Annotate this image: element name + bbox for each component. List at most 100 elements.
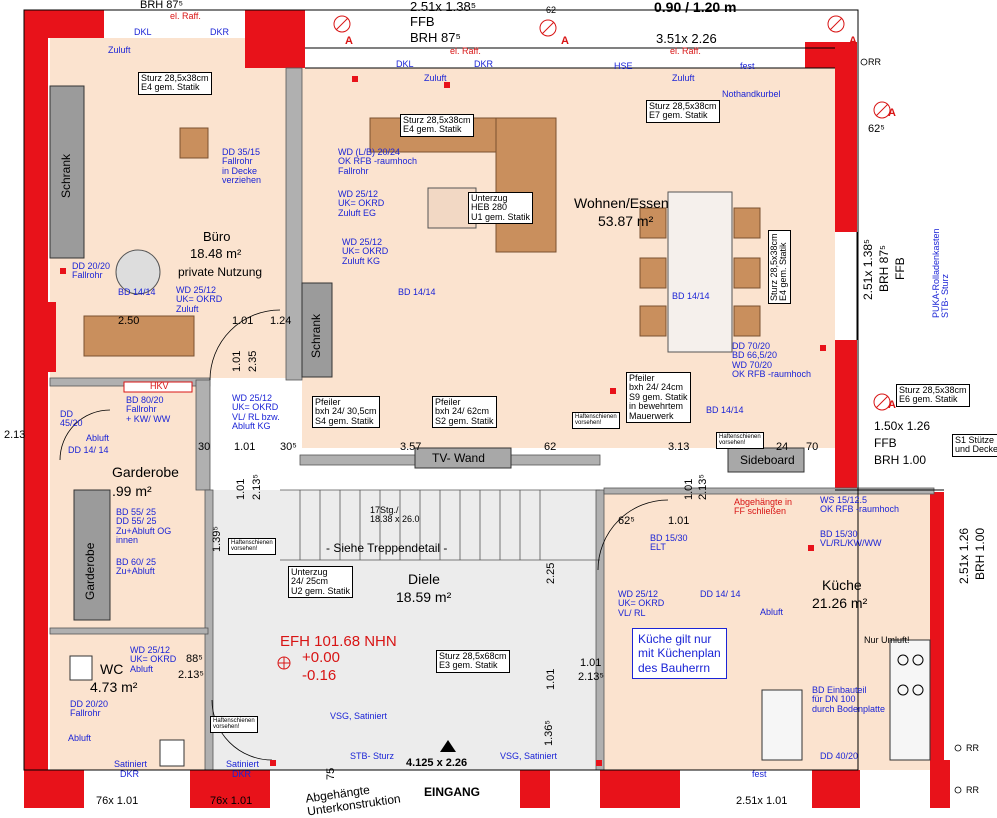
dim-1395: 1.39⁵ (211, 526, 223, 552)
dd-40-note: DD 40/20 (820, 751, 859, 761)
wd-wc-note: WD 25/12 UK= OKRD Abluft (130, 645, 177, 674)
dd-14-k-note: DD 14/ 14 (700, 589, 741, 599)
dim-ffb-right: FFB (893, 257, 907, 280)
bd-60-note: BD 60/ 25 Zu+Abluft (116, 557, 157, 577)
dim-101-right: 1.01 (580, 657, 602, 669)
dim-251-right: 2.51x 1.38⁵ (861, 238, 875, 300)
dkr-bottom-2: DKR (232, 769, 252, 779)
garderobe-body (73, 489, 111, 621)
dd-20-left-note: DD 20/20 Fallrohr (72, 261, 111, 281)
top-62: 62 (546, 5, 557, 15)
bd-80-note: BD 80/20 Fallrohr + KW/ WW (126, 395, 171, 424)
chair-1 (639, 207, 667, 239)
wd-25-kg-note: WD 25/12 UK= OKRD Zuluft KG (342, 237, 389, 266)
s1-box: S1 Stütze und Decke (952, 434, 997, 457)
desk (83, 315, 195, 357)
toilet (159, 739, 185, 767)
efh-plus: +0.00 (302, 649, 340, 666)
nur-umluft-note: Nur Umluft! (864, 635, 910, 645)
chair-3 (639, 305, 667, 337)
schrank-mid-body (301, 282, 333, 378)
haft-1: Haftenschienen vorsehen! (572, 412, 620, 429)
tv-wand-body (414, 447, 512, 469)
dim-625a: 62⁵ (618, 515, 635, 527)
room-kueche-area: 21.26 m² (812, 595, 868, 611)
bd-14-wohn-note: BD 14/14 (672, 291, 710, 301)
dim-101-kitchen: 1.01 (683, 478, 695, 500)
nothandkurbel-label: Nothandkurbel (722, 89, 781, 99)
dim-150: 1.50x 1.26 (874, 419, 931, 433)
raff2: el. Raff. (670, 46, 701, 56)
dim-2135-left: 2.13 (4, 429, 26, 441)
pfeiler-s4-box: Pfeiler bxh 24/ 30,5cm S4 gem. Statik (312, 396, 380, 429)
dim-rr3: RR (966, 785, 979, 795)
room-wc-name: WC (100, 661, 124, 677)
dim-101b: 1.01 (234, 441, 256, 453)
fest-bottom: fest (752, 769, 767, 779)
bd-14-buero-note: BD 14/14 (118, 287, 156, 297)
round-table (115, 249, 161, 295)
room-garderobe-area: .99 m² (112, 483, 152, 499)
dd-70-note: DD 70/20 BD 66,5/20 WD 70/20 OK RFB -rau… (732, 341, 812, 380)
dd-35-note: DD 35/15 Fallrohr in Decke verziehen (222, 147, 262, 186)
kitchen-island (761, 689, 803, 761)
eingang-label: EINGANG (424, 785, 481, 799)
window-symbols (333, 15, 891, 411)
chair-6 (733, 305, 761, 337)
dim-101-diele: 1.01 (545, 668, 557, 690)
sink (69, 655, 93, 681)
zuluft-2: Zuluft (424, 73, 447, 83)
entry-arrow (440, 740, 456, 752)
sturz-wohn-box: Sturz 28,5x38cm E4 gem. Statik (400, 114, 474, 137)
efh-label: EFH 101.68 NHN (280, 633, 397, 650)
mark-a1: A (345, 35, 353, 47)
kueche-note: Küche gilt nur mit Küchenplan des Bauher… (632, 628, 727, 680)
dim-235: 2.35 (247, 350, 259, 372)
dim-70: 70 (806, 441, 819, 453)
sturz-e6-box: Sturz 28,5x38cm E6 gem. Statik (896, 384, 970, 407)
sturz-e7-box: Sturz 28,5x38cm E7 gem. Statik (646, 100, 720, 123)
wall-outlines (23, 9, 944, 771)
bd-55-note: BD 55/ 25 DD 55/ 25 Zu+Abluft OG innen (116, 507, 172, 546)
tv-wand-label: TV- Wand (432, 451, 485, 465)
dim-rr1: RR (868, 57, 881, 67)
top-brh2: BRH 87⁵ (410, 30, 461, 45)
dim-76b: 76x 1.01 (210, 795, 253, 807)
schrank-left-body (49, 85, 85, 259)
dim-2135-wc: 2.13⁵ (178, 669, 204, 681)
wd-25-vl-note: WD 25/12 UK= OKRD VL/ RL bzw. Abluft KG (232, 393, 280, 432)
mark-a4: A (888, 107, 896, 119)
dim-30b: 30⁵ (280, 441, 297, 453)
sideboard-label: Sideboard (740, 453, 795, 467)
dim-1365: 1.36⁵ (543, 720, 555, 746)
vsg-1: VSG, Satiniert (330, 711, 388, 721)
sideboard-body (727, 447, 805, 473)
haft-3: Haftenschienen vorsehen! (228, 538, 276, 555)
dkl-top2: DKL (396, 59, 414, 69)
haft-2: Haftenschienen vorsehen! (716, 432, 764, 449)
dim-2135-kitchen: 2.13⁵ (697, 474, 709, 500)
dkr-top2: DKR (474, 59, 494, 69)
dkr-bottom-1: DKR (120, 769, 140, 779)
room-diele-name: Diele (408, 571, 440, 587)
hkv-box (123, 381, 193, 393)
wd-kueche-note: WD 25/12 UK= OKRD VL/ RL (618, 589, 665, 618)
dim-124: 1.24 (270, 315, 292, 327)
mark-a5: A (888, 399, 896, 411)
dkr-top1: DKR (210, 27, 230, 37)
pfeiler-s9-box: Pfeiler bxh 24/ 24cm S9 gem. Statik in b… (626, 372, 691, 424)
dd-45-note: DD 45/20 (60, 409, 83, 429)
dim-885: 88⁵ (186, 653, 203, 665)
bd-15-k-note: BD 15/30 VL/RL/KW/WW (820, 529, 882, 549)
treppendetail-label: - Siehe Treppendetail - (326, 541, 448, 555)
room-wohnen-name: Wohnen/Essen (574, 195, 669, 211)
dim-250: 2.50 (118, 315, 140, 327)
dim-313: 3.13 (668, 441, 690, 453)
dim-357: 3.57 (400, 441, 422, 453)
stair-lines (280, 489, 600, 561)
top-351: 3.51x 2.26 (656, 31, 717, 46)
kitchen-counter (889, 639, 931, 761)
wd-25-eg-note: WD 25/12 UK= OKRD Zuluft EG (338, 189, 385, 218)
dim-brh-right: BRH 87⁵ (877, 245, 891, 292)
dim-24: 24 (776, 441, 789, 453)
